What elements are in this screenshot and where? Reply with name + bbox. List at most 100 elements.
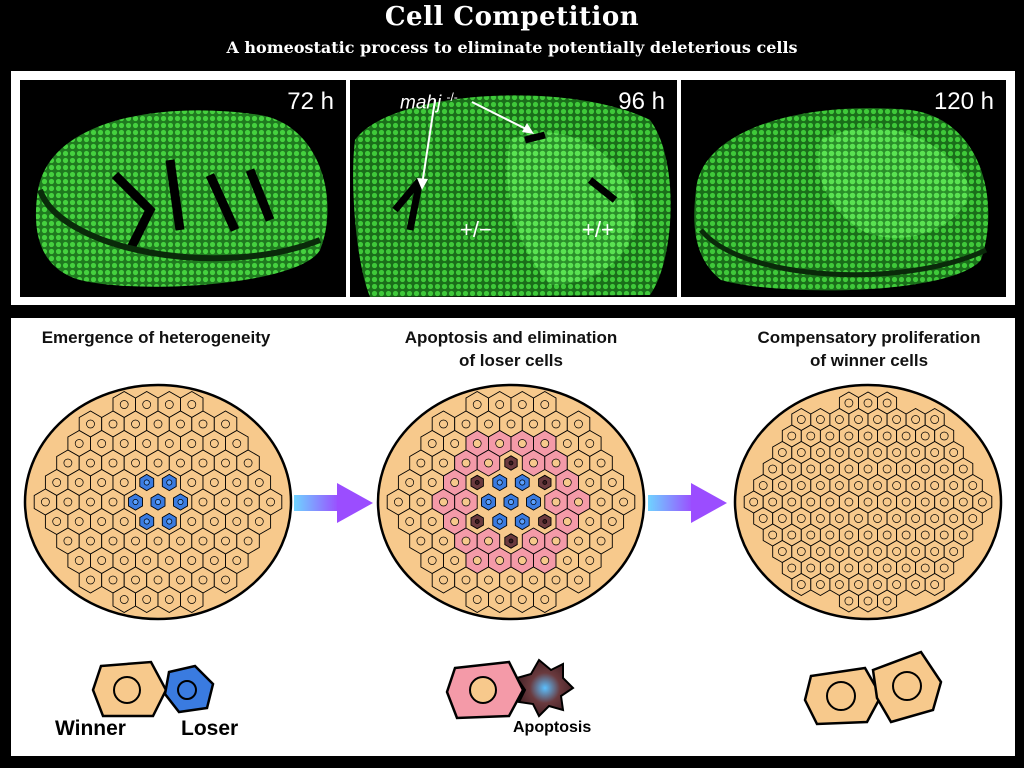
- cell-nucleus: [749, 497, 759, 507]
- cell-nucleus: [768, 497, 778, 507]
- cell-nucleus: [930, 580, 940, 589]
- cell-nucleus: [131, 458, 140, 468]
- cell-nucleus: [911, 514, 920, 523]
- cell-nucleus: [949, 448, 959, 457]
- cell-nucleus: [439, 575, 448, 585]
- cell-nucleus: [485, 499, 492, 505]
- cell-nucleus: [816, 448, 825, 457]
- cell-nucleus: [835, 514, 844, 523]
- cell-nucleus: [484, 419, 493, 429]
- cell-nucleus: [472, 595, 482, 604]
- cell-nucleus: [825, 497, 835, 507]
- cell-nucleus: [958, 530, 968, 540]
- cell-nucleus: [901, 497, 911, 507]
- cell-nucleus: [496, 518, 503, 525]
- cell-nucleus: [529, 536, 538, 546]
- cell-nucleus: [619, 497, 628, 507]
- cell-nucleus: [844, 596, 854, 606]
- cell-nucleus: [796, 580, 806, 589]
- cell-nucleus: [958, 497, 968, 507]
- cell-nucleus: [796, 448, 806, 457]
- cell-nucleus: [450, 517, 460, 526]
- cell-nucleus: [517, 400, 527, 409]
- cell-nucleus: [958, 464, 968, 474]
- cell-nucleus: [529, 419, 538, 429]
- cell-nucleus: [939, 530, 949, 540]
- loser-label: Loser: [181, 717, 239, 740]
- cell-nucleus: [450, 439, 460, 448]
- cell-nucleus: [854, 415, 863, 424]
- cell-nucleus: [863, 530, 873, 540]
- cell-nucleus: [439, 458, 448, 468]
- cell-nucleus: [873, 481, 882, 490]
- cell-nucleus: [930, 448, 940, 457]
- cell-nucleus: [209, 439, 219, 448]
- cell-nucleus: [787, 464, 797, 474]
- cell-nucleus: [519, 518, 526, 525]
- cell-nucleus: [119, 478, 129, 487]
- cell-nucleus: [901, 530, 911, 540]
- winner-label: Winner: [55, 717, 126, 740]
- cell-nucleus: [882, 497, 892, 507]
- cell-nucleus: [198, 497, 208, 507]
- cell-nucleus: [153, 458, 163, 468]
- cell-nucleus: [52, 478, 62, 487]
- cell-nucleus: [86, 536, 95, 546]
- time-label-120h: 120 h: [933, 88, 994, 115]
- cell-nucleus: [450, 556, 460, 565]
- cell-nucleus: [86, 458, 95, 468]
- loser-cell-icon: [163, 664, 215, 714]
- cell-nucleus: [562, 439, 572, 448]
- cell-nucleus: [461, 458, 471, 468]
- cell-nucleus: [221, 575, 230, 585]
- cell-nucleus: [508, 538, 514, 544]
- cell-nucleus: [596, 458, 606, 468]
- cell-nucleus: [844, 563, 854, 573]
- cell-nucleus: [551, 536, 561, 546]
- cell-nucleus: [484, 575, 493, 585]
- cell-nucleus: [495, 595, 505, 604]
- cell-nucleus: [920, 464, 930, 474]
- cell-nucleus: [187, 556, 197, 565]
- tissue-image-72h: [35, 110, 328, 287]
- cell-nucleus: [882, 464, 892, 474]
- cell-nucleus: [758, 481, 768, 490]
- arrow-stage-1-to-2: [294, 483, 373, 523]
- cell-nucleus: [187, 595, 197, 604]
- cell-nucleus: [949, 547, 959, 556]
- cell-nucleus: [758, 514, 768, 523]
- cell-nucleus: [777, 547, 787, 556]
- cell-nucleus: [882, 596, 892, 606]
- cell-nucleus: [873, 514, 882, 523]
- cell-nucleus: [474, 519, 480, 524]
- cell-nucleus: [474, 480, 480, 485]
- cell-nucleus: [562, 556, 572, 565]
- cell-nucleus: [854, 514, 863, 523]
- cell-nucleus: [540, 556, 550, 565]
- cell-nucleus: [243, 497, 253, 507]
- cell-nucleus: [97, 517, 107, 526]
- cell-nucleus: [854, 547, 863, 556]
- cell-nucleus: [873, 415, 882, 424]
- cell-nucleus: [405, 517, 415, 526]
- cell-nucleus: [176, 536, 185, 546]
- cell-nucleus: [232, 439, 242, 448]
- cell-nucleus: [787, 563, 797, 573]
- cell-nucleus: [939, 464, 949, 474]
- cell-nucleus: [844, 497, 854, 507]
- cell-nucleus: [166, 518, 173, 525]
- stage-1-title-line1: Emergence of heterogeneity: [41, 328, 271, 347]
- cell-nucleus: [221, 536, 230, 546]
- cell-nucleus: [243, 536, 253, 546]
- stage-3-title-line1: Compensatory proliferation: [757, 328, 981, 347]
- cell-nucleus: [266, 497, 275, 507]
- cell-nucleus: [427, 517, 437, 526]
- cell-nucleus: [164, 595, 174, 604]
- cell-nucleus: [930, 415, 940, 424]
- cell-nucleus: [427, 439, 437, 448]
- cell-nucleus: [530, 499, 537, 505]
- cell-nucleus: [777, 448, 787, 457]
- cell-nucleus: [132, 499, 139, 505]
- cell-nucleus: [892, 481, 901, 490]
- cell-nucleus: [873, 448, 882, 457]
